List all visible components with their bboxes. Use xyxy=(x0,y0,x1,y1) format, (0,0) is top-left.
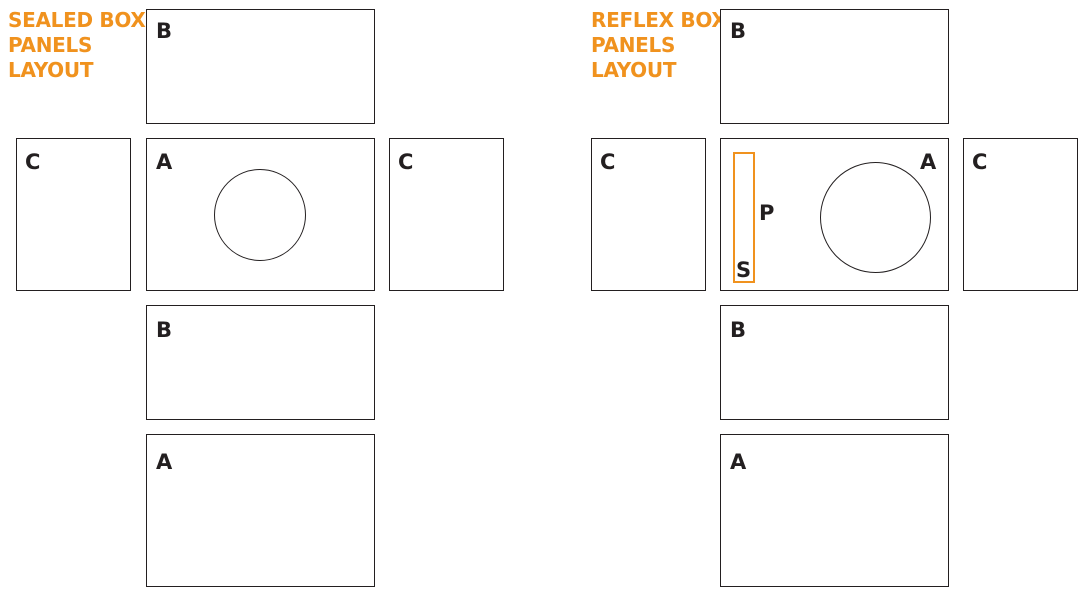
sealed-panel-bottom-b-label: B xyxy=(156,318,173,342)
reflex-title-line-1: REFLEX BOX xyxy=(591,8,727,32)
reflex-panel-right-c-label: C xyxy=(972,150,988,174)
reflex-panel-top-b-label: B xyxy=(730,19,747,43)
reflex-title-line-2: PANELS xyxy=(591,33,676,57)
sealed-panel-front-a-label: A xyxy=(156,150,173,174)
sealed-title-line-2: PANELS xyxy=(8,33,93,57)
reflex-shelf-label: S xyxy=(736,258,752,282)
sealed-panel-right-c: C xyxy=(389,138,504,291)
sealed-panel-back-a: A xyxy=(146,434,375,587)
sealed-title-line-3: LAYOUT xyxy=(8,58,94,82)
reflex-panel-front-a-label: A xyxy=(920,150,937,174)
sealed-panel-left-c-label: C xyxy=(25,150,41,174)
reflex-title: REFLEX BOX PANELS LAYOUT xyxy=(591,8,727,83)
reflex-panel-top-b: B xyxy=(720,9,949,124)
reflex-panel-right-c: C xyxy=(963,138,1078,291)
reflex-panel-back-a: A xyxy=(720,434,949,587)
reflex-title-line-3: LAYOUT xyxy=(591,58,677,82)
sealed-panel-right-c-label: C xyxy=(398,150,414,174)
reflex-panel-left-c: C xyxy=(591,138,706,291)
reflex-panel-left-c-label: C xyxy=(600,150,616,174)
reflex-port-label: P xyxy=(759,201,775,225)
speaker-cutout xyxy=(214,169,306,261)
reflex-panel-front-a: A P S xyxy=(720,138,949,291)
reflex-port xyxy=(733,152,755,283)
sealed-panel-left-c: C xyxy=(16,138,131,291)
sealed-panel-back-a-label: A xyxy=(156,450,173,474)
sealed-panel-front-a: A xyxy=(146,138,375,291)
sealed-title-line-1: SEALED BOX xyxy=(8,8,146,32)
speaker-cutout xyxy=(820,162,931,273)
sealed-panel-top-b: B xyxy=(146,9,375,124)
sealed-panel-top-b-label: B xyxy=(156,19,173,43)
reflex-panel-back-a-label: A xyxy=(730,450,747,474)
reflex-panel-bottom-b-label: B xyxy=(730,318,747,342)
sealed-title: SEALED BOX PANELS LAYOUT xyxy=(8,8,146,83)
sealed-panel-bottom-b: B xyxy=(146,305,375,420)
reflex-panel-bottom-b: B xyxy=(720,305,949,420)
